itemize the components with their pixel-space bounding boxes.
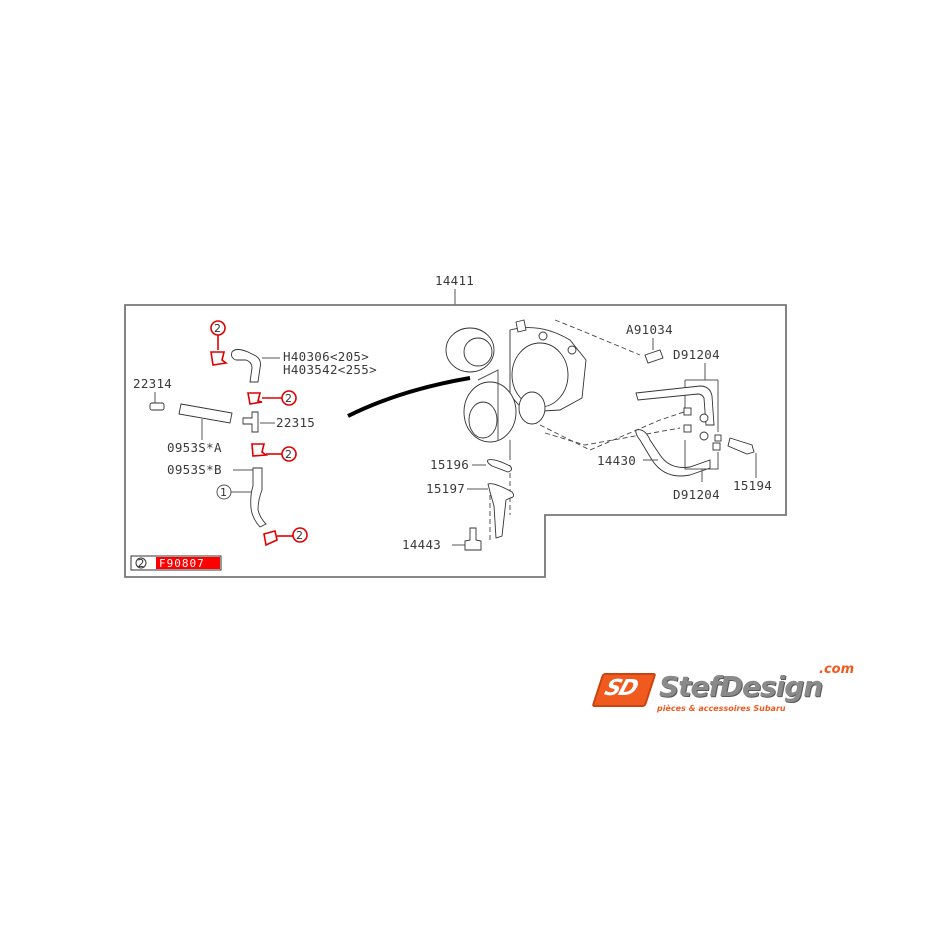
clamp-icon	[251, 443, 269, 457]
callout-2-text: 2	[214, 322, 221, 335]
brand-tld: .com	[819, 662, 855, 677]
callout-2-text: 2	[285, 392, 292, 405]
fitting-22314-label: 22314	[133, 376, 172, 391]
bolt-14443-label: 14443	[402, 537, 441, 552]
oil-return-pipe-icon	[635, 429, 711, 477]
straight-hose-icon	[178, 403, 233, 424]
pipe-14430-label: 14430	[597, 453, 636, 468]
sd-badge-icon: SD	[591, 673, 657, 707]
pointer-cable	[347, 376, 471, 418]
callout-2-text: 2	[285, 448, 292, 461]
gasket-icon	[683, 424, 692, 433]
hose-label-1: H40306<205>	[283, 349, 369, 364]
dashed-guide	[554, 319, 641, 356]
gasket-bottom-leader	[684, 440, 719, 482]
oil-pipe-icon	[635, 385, 715, 426]
fitting-icon	[149, 402, 165, 411]
hose-label-2: H403542<255>	[283, 362, 377, 377]
tee-fitting-icon	[242, 411, 259, 433]
hose-a-label: 0953S*A	[167, 440, 222, 455]
assembly-frame	[124, 304, 787, 578]
callout-2-text: 2	[296, 529, 303, 542]
gasket-top-leader	[684, 363, 719, 432]
gasket-d91204-bottom-label: D91204	[673, 487, 720, 502]
flange-bolt-icon	[464, 527, 482, 551]
vacuum-hose-group: 2 H40306<205> H403542<255> 2 22314 0953S…	[130, 320, 377, 571]
legend-callout: 2	[138, 557, 145, 570]
hose-b-label: 0953S*B	[167, 462, 222, 477]
legend-part-number: F90807	[159, 557, 205, 570]
stefdesign-logo: SD StefDesign .com pièces & accessoires …	[591, 662, 857, 720]
stud-a91034-label: A91034	[626, 322, 673, 337]
brand-tagline: pièces & accessoires Subaru	[657, 704, 786, 713]
pipe-15197-label: 15197	[426, 481, 465, 496]
gasket-icon	[683, 407, 692, 416]
stud-icon	[644, 349, 664, 364]
dashed-guide	[544, 427, 681, 446]
clamp-icon	[263, 530, 278, 547]
dashed-guide	[539, 409, 691, 451]
tee-22315-label: 22315	[276, 415, 315, 430]
assembly-label: 14411	[435, 273, 474, 288]
brand-name: StefDesign	[659, 670, 823, 703]
elbow-hose-icon	[231, 349, 261, 383]
oil-drain-pipe-icon	[487, 483, 515, 539]
gasket-d91204-top-label: D91204	[673, 347, 720, 362]
bolt-15194-label: 15194	[733, 478, 772, 493]
clamp-icon	[247, 392, 263, 405]
legend-highlight	[156, 557, 220, 569]
bolt-icon	[727, 437, 755, 455]
clamp-icon	[210, 351, 229, 366]
callout-1-text: 1	[220, 486, 227, 499]
turbocharger-icon	[445, 319, 587, 460]
gasket-15196-icon	[487, 459, 513, 473]
curved-hose-icon	[250, 467, 267, 528]
gasket-15196-label: 15196	[430, 457, 469, 472]
